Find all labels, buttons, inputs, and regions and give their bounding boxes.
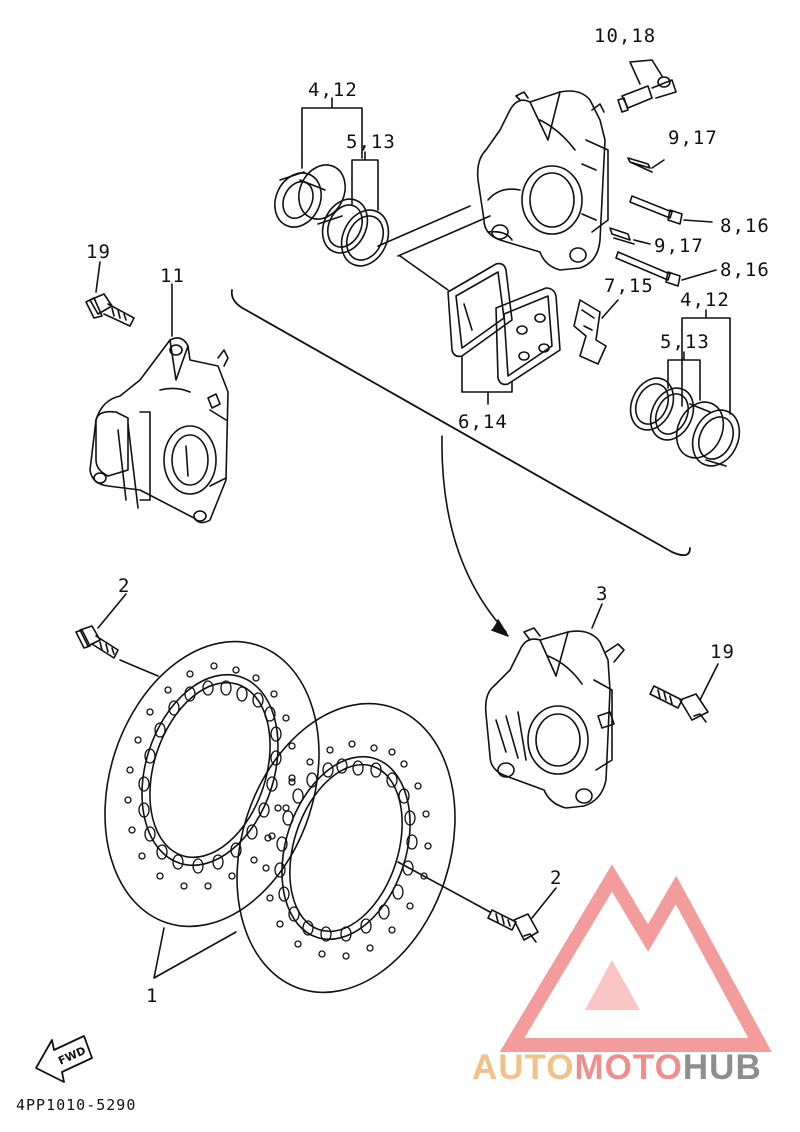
clip-9-17-b [609, 227, 635, 245]
leader-2-left [97, 593, 159, 677]
assembly-arrowhead [491, 619, 509, 637]
leader-4-12-top [301, 97, 363, 169]
caliper-top-right [476, 90, 609, 271]
clip-9-17-a [627, 157, 653, 173]
label-5-13-top: 5,13 [346, 131, 396, 153]
label-9-17-b: 9,17 [654, 235, 704, 257]
pin-8-16-b [615, 251, 717, 287]
leader-19-left [95, 261, 101, 293]
label-7-15: 7,15 [604, 275, 654, 297]
piston-4-12-top [274, 164, 346, 228]
leader-1 [153, 927, 237, 979]
seal-5-13-right [629, 377, 695, 441]
leader-6-14 [461, 355, 513, 405]
disc-bolt-2-left [75, 625, 119, 659]
caliper-3 [484, 627, 625, 809]
leader-3 [591, 603, 603, 629]
automotohub-wordmark: AUTOMOTOHUB [472, 1048, 762, 1088]
bolt-19-right [649, 685, 709, 723]
label-8-16-b: 8,16 [720, 259, 770, 281]
leader-seal-to-pad [377, 205, 491, 291]
disc-bolt-2-right [487, 909, 539, 943]
label-9-17-a: 9,17 [668, 127, 718, 149]
label-5-13-right: 5,13 [660, 331, 710, 353]
diagram-code: 4PP1010-5290 [16, 1096, 136, 1114]
group-bracket-line [230, 289, 691, 557]
bleed-screw-10-18 [617, 59, 677, 113]
label-3: 3 [596, 583, 608, 605]
leader-19-right [699, 663, 719, 701]
leader-9-17-b [633, 239, 651, 245]
automotohub-logo-icon [499, 864, 772, 1052]
brake-disc-front [236, 702, 456, 994]
label-19-right: 19 [710, 641, 735, 663]
wordmark-hub: HUB [682, 1048, 762, 1087]
leader-9-17-a [651, 159, 665, 169]
label-1: 1 [146, 985, 158, 1007]
leader-5-13-top [351, 151, 379, 211]
wordmark-moto: MOTO [574, 1048, 683, 1087]
bolt-19-left [85, 293, 135, 327]
seal-5-13-top [321, 198, 390, 267]
assembly-arrow [441, 435, 507, 633]
pad-spring-7-15 [573, 299, 619, 365]
label-6-14: 6,14 [458, 411, 508, 433]
fwd-arrow-icon [35, 1035, 93, 1083]
brake-disc-rear [104, 640, 320, 928]
label-2-right: 2 [550, 867, 562, 889]
wordmark-auto: AUTO [472, 1048, 575, 1087]
label-2-left: 2 [118, 575, 130, 597]
label-4-12-right: 4,12 [680, 289, 730, 311]
label-8-16-a: 8,16 [720, 215, 770, 237]
brake-pads-6-14 [447, 262, 561, 386]
disc-holes-rear [124, 662, 296, 890]
piston-4-12-right [675, 401, 741, 467]
label-4-12-top: 4,12 [308, 79, 358, 101]
leader-4-12-right [681, 309, 731, 415]
pin-8-16-a [629, 195, 713, 225]
leader-2-right [397, 861, 557, 919]
disc-holes-front [262, 740, 432, 960]
caliper-11 [89, 337, 229, 524]
leader-5-13-right [667, 351, 701, 401]
label-19-left: 19 [86, 241, 111, 263]
label-10-18: 10,18 [594, 25, 656, 47]
label-11: 11 [160, 265, 185, 287]
